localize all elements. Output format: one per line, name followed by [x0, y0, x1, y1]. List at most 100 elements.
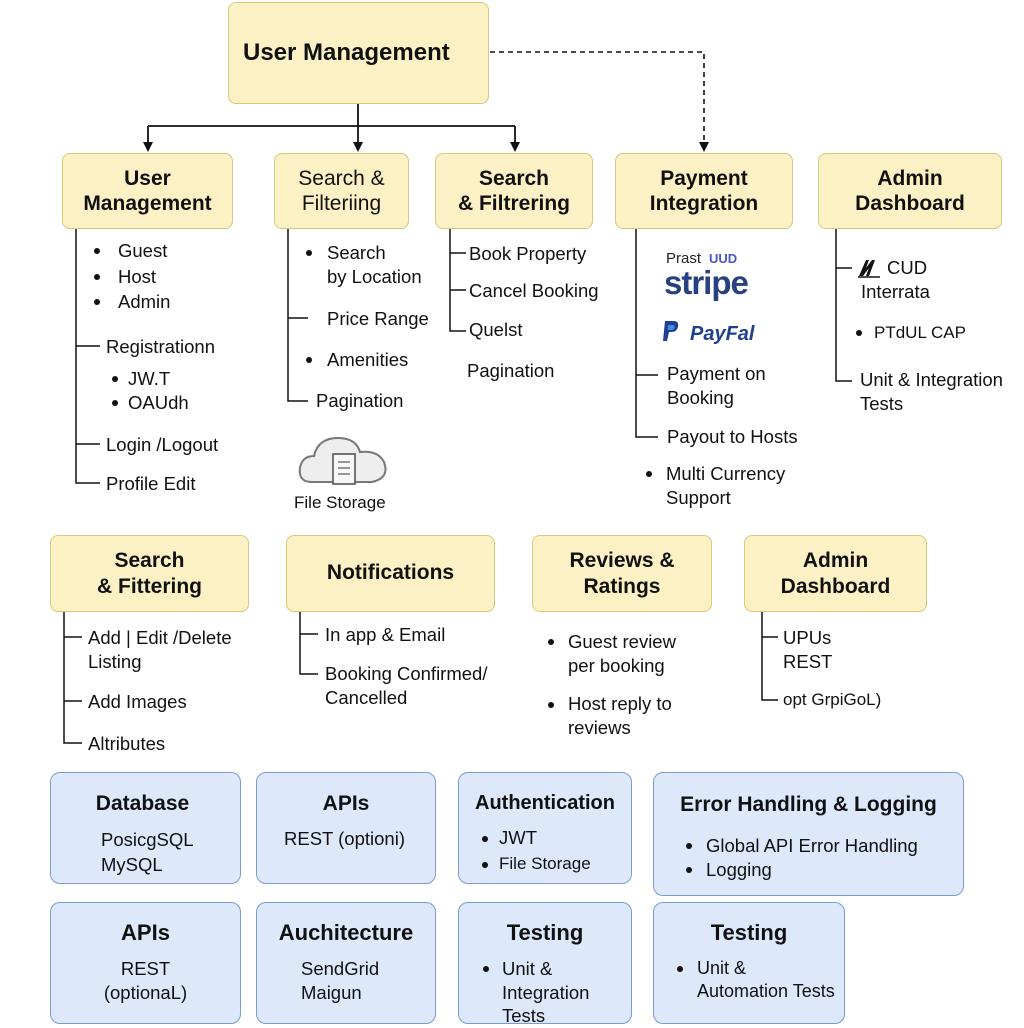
- pagination-item-1: Pagination: [316, 390, 404, 411]
- amenities-item: Amenities: [327, 349, 409, 370]
- guest-review-item: Guest review per booking: [568, 631, 676, 676]
- global-api-error-item: Global API Error Handling: [706, 835, 918, 856]
- role-host: Host: [118, 266, 157, 287]
- apis-line-1: REST (optioni): [284, 828, 405, 849]
- notifications-title: Notifications: [326, 561, 455, 584]
- bullet: [548, 639, 554, 645]
- apis-card-2[interactable]: APIs REST (optionaL): [50, 902, 241, 1024]
- price-range-item: Price Range: [327, 308, 429, 329]
- cancel-booking-item: Cancel Booking: [469, 280, 599, 301]
- in-app-email-item: In app & Email: [325, 624, 446, 645]
- architecture-card[interactable]: Auchitecture SendGrid Maigun: [256, 902, 436, 1024]
- apis2-line-2: (optionaL): [103, 982, 188, 1003]
- bullet: [686, 843, 692, 849]
- booking-confirmed-item: Booking Confirmed/ Cancelled: [325, 663, 488, 708]
- database-line-1: PosicgSQL: [101, 829, 194, 850]
- bullet: [112, 376, 118, 382]
- stripe-logo: stripe: [664, 264, 749, 301]
- book-property-item: Book Property: [469, 243, 587, 264]
- user-management-title: User Management: [83, 166, 212, 215]
- notifications-box[interactable]: Notifications: [286, 535, 495, 612]
- payout-to-hosts-item: Payout to Hosts: [667, 426, 798, 447]
- bullet: [306, 357, 312, 363]
- attributes-item: Altributes: [88, 733, 166, 754]
- logging-item: Logging: [706, 859, 772, 880]
- bullet: [483, 966, 489, 972]
- auth-file-storage-item: File Storage: [499, 854, 591, 873]
- role-guest: Guest: [118, 240, 168, 261]
- auth-jwt-item: JWT: [499, 827, 538, 848]
- search-fittering-box[interactable]: Search & Fittering: [50, 535, 249, 612]
- oauth-item: OAUdh: [128, 392, 189, 413]
- registration-item: Registrationn: [106, 336, 216, 357]
- architecture-title: Auchitecture: [278, 920, 414, 945]
- unit-integration-tests-bottom: Unit & Integration Tests: [502, 958, 590, 1027]
- bullet: [482, 862, 488, 868]
- payment-on-booking-item: Payment on Booking: [667, 363, 766, 408]
- payment-integration-title: Payment Integration: [649, 166, 759, 215]
- search-by-location-item: Search by Location: [327, 242, 422, 287]
- database-line-2: MySQL: [101, 854, 163, 875]
- unit-automation-tests-item: Unit & Automation Tests: [697, 958, 835, 1002]
- database-card[interactable]: Database PosicgSQL MySQL: [50, 772, 241, 884]
- paypal-logo: PayFal: [690, 323, 755, 345]
- add-images-item: Add Images: [88, 691, 187, 712]
- authentication-card[interactable]: Authentication JWT File Storage: [458, 772, 632, 884]
- pagination-item-2: Pagination: [467, 360, 555, 381]
- cud-interrata-item: CUD Interrata: [861, 257, 930, 302]
- apis-title-2: APIs: [121, 920, 170, 945]
- authentication-title: Authentication: [475, 792, 615, 814]
- paypal-icon: [663, 321, 679, 341]
- bullet: [548, 702, 554, 708]
- admin-dashboard-title-mid: Admin Dashboard: [780, 549, 891, 598]
- multi-currency-item: Multi Currency Support: [666, 463, 786, 508]
- apis-title-1: APIs: [322, 792, 370, 815]
- login-logout-item: Login /Logout: [106, 434, 219, 455]
- profile-edit-item: Profile Edit: [106, 473, 196, 494]
- admin-dashboard-box-top[interactable]: Admin Dashboard: [818, 153, 1002, 229]
- reviews-ratings-title: Reviews & Ratings: [569, 549, 675, 598]
- search-filtering-title-1: Search & Filteriing: [298, 166, 385, 215]
- jwt-item: JW.T: [128, 368, 171, 389]
- quelst-item: Quelst: [469, 319, 523, 340]
- testing-card-2[interactable]: Testing Unit & Automation Tests: [653, 902, 845, 1024]
- database-title: Database: [95, 792, 190, 815]
- bullet: [94, 299, 100, 305]
- add-edit-delete-listing-item: Add | Edit /Delete Listing: [88, 627, 232, 672]
- bullet: [112, 400, 118, 406]
- root-user-management-box[interactable]: User Management: [228, 2, 489, 104]
- unit-integration-tests-item: Unit & Integration Tests: [860, 369, 1003, 414]
- reviews-ratings-box[interactable]: Reviews & Ratings: [532, 535, 712, 612]
- bullet: [94, 248, 100, 254]
- testing-title-1: Testing: [506, 920, 584, 945]
- opt-grpigol-item: opt GrpiGoL): [783, 690, 882, 709]
- payment-integration-box[interactable]: Payment Integration: [615, 153, 793, 229]
- search-filtering-box-2[interactable]: Search & Filtrering: [435, 153, 593, 229]
- admin-dashboard-title-top: Admin Dashboard: [855, 166, 965, 215]
- testing-card-1[interactable]: Testing Unit & Integration Tests: [458, 902, 632, 1026]
- search-fittering-title: Search & Fittering: [97, 549, 202, 598]
- upus-rest-item: UPUs REST: [783, 627, 833, 672]
- file-storage-label: File Storage: [294, 493, 386, 512]
- ptdul-cap-item: PTdUL CAP: [874, 323, 966, 342]
- sendgrid-item: SendGrid: [301, 958, 380, 979]
- logo-icon: [858, 260, 880, 278]
- search-filtering-box-1[interactable]: Search & Filteriing: [274, 153, 409, 229]
- bullet: [306, 250, 312, 256]
- apis-card-1[interactable]: APIs REST (optioni): [256, 772, 436, 884]
- root-title: User Management: [243, 38, 450, 66]
- bullet: [94, 274, 100, 280]
- role-admin: Admin: [118, 291, 171, 312]
- mailgun-item: Maigun: [301, 982, 362, 1003]
- error-handling-card[interactable]: Error Handling & Logging Global API Erro…: [653, 772, 964, 896]
- bullet: [856, 330, 862, 336]
- bullet: [677, 966, 683, 972]
- prast-text: Prast: [666, 250, 702, 267]
- apis2-line-1: REST: [120, 958, 171, 979]
- user-management-box[interactable]: User Management: [62, 153, 233, 229]
- admin-dashboard-box-mid[interactable]: Admin Dashboard: [744, 535, 927, 612]
- bullet: [686, 867, 692, 873]
- bullet: [482, 836, 488, 842]
- search-filtering-title-2: Search & Filtrering: [457, 166, 570, 215]
